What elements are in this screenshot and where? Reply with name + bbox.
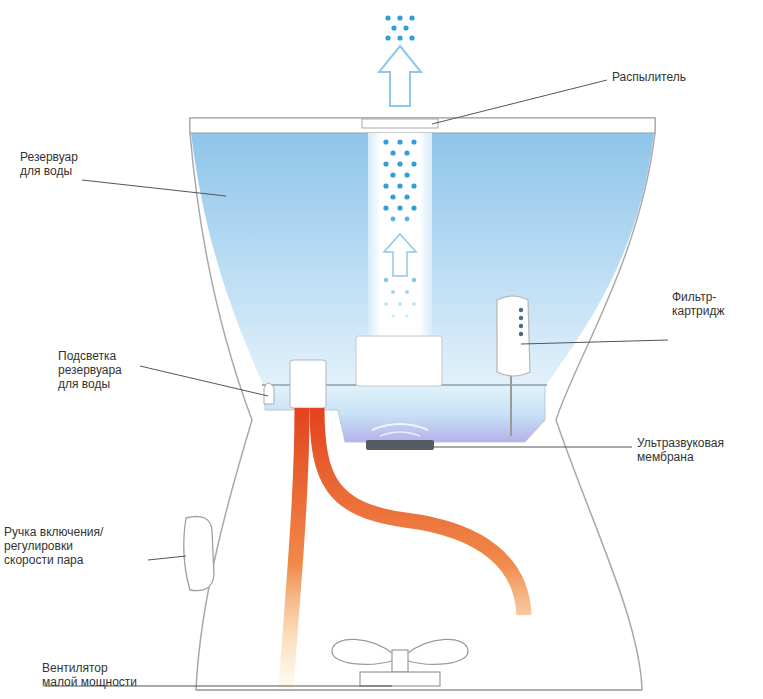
sprayer-nozzle — [362, 119, 438, 128]
airflow — [317, 408, 524, 615]
ultrasonic-membrane — [366, 440, 434, 450]
fan — [332, 639, 468, 686]
part-label: Ручка включения/ регулировки скорости па… — [4, 525, 114, 567]
part-label: Ультразвуковая мембрана — [637, 436, 747, 464]
airflow — [286, 408, 302, 690]
part-label: Резервуар для воды — [20, 150, 100, 178]
reservoir-light — [264, 383, 274, 404]
wave-line — [380, 432, 420, 436]
filter-cartridge — [497, 296, 530, 376]
part-label: Вентилятор малой мощности — [42, 661, 142, 689]
filter-dots — [519, 308, 523, 336]
flow-arrow — [384, 234, 416, 276]
column-base — [356, 336, 442, 386]
leader-lines — [44, 80, 668, 686]
outlet-arrow — [379, 46, 421, 106]
base-line — [196, 689, 642, 691]
filter-stem — [510, 375, 512, 436]
part-label: Подсветка резервуара для воды — [58, 349, 138, 391]
part-label: Распылитель — [612, 70, 732, 84]
water-reservoir — [191, 133, 654, 385]
mist-dots — [385, 15, 414, 40]
part-label: Фильтр-картридж — [672, 290, 752, 318]
mist-column — [368, 133, 432, 338]
wave-line — [372, 424, 428, 430]
body-outline — [190, 118, 655, 690]
mist-dots — [383, 139, 416, 317]
air-tube — [290, 360, 326, 408]
control-knob — [184, 517, 214, 591]
lid — [190, 118, 655, 133]
